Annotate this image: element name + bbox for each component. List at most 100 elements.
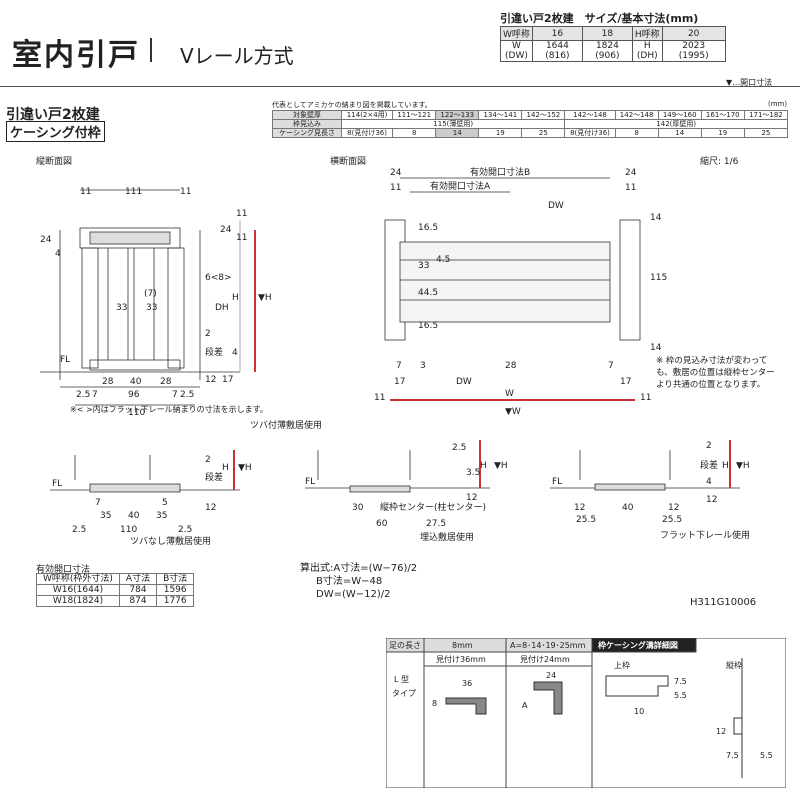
svg-text:4: 4 xyxy=(55,249,61,259)
svg-text:有効開口寸法A: 有効開口寸法A xyxy=(430,180,491,192)
top-frame-groove xyxy=(605,675,669,697)
svg-text:28: 28 xyxy=(102,377,114,387)
svg-text:H: H xyxy=(222,463,229,473)
svg-text:FL: FL xyxy=(552,477,562,487)
svg-text:3.5: 3.5 xyxy=(466,468,480,478)
drawing-code: H311G10006 xyxy=(690,597,757,608)
svg-text:7: 7 xyxy=(92,390,98,400)
sill-b xyxy=(305,440,490,493)
title-divider xyxy=(150,38,152,62)
casing-detail: 足の長さ 8mm A=8･14･19･25mm 枠ケーシング溝詳細図 見付け36… xyxy=(386,638,786,788)
sill-c-caption: フラット下レール使用 xyxy=(660,529,750,541)
svg-text:段差: 段差 xyxy=(205,471,223,483)
svg-text:24: 24 xyxy=(625,168,637,178)
svg-text:40: 40 xyxy=(128,511,140,521)
w-col-18: 18 xyxy=(581,26,633,41)
opening-cell: 784 xyxy=(118,584,158,596)
vertical-section xyxy=(40,189,256,406)
svg-text:25.5: 25.5 xyxy=(576,515,596,525)
section-title: 引違い戸2枚建 xyxy=(6,107,100,123)
svg-text:▼H: ▼H xyxy=(258,293,272,303)
page-subtitle: Vレール方式 xyxy=(180,44,294,68)
svg-text:5.5: 5.5 xyxy=(760,751,773,760)
depth-cell: 8 xyxy=(392,128,437,138)
svg-text:▼H: ▼H xyxy=(238,463,252,473)
svg-text:2.5: 2.5 xyxy=(452,443,466,453)
depth-cell: 8(見付け36) xyxy=(341,128,394,138)
svg-text:2: 2 xyxy=(205,455,211,465)
w-head: W呼称 xyxy=(500,26,533,41)
svg-text:30: 30 xyxy=(352,503,364,513)
svg-text:7.5: 7.5 xyxy=(726,751,739,760)
depth-cell: 142〜152 xyxy=(521,110,566,120)
depth-cell: 25 xyxy=(743,128,789,138)
depth-cell: 114(2×4用) xyxy=(341,110,394,120)
svg-text:24: 24 xyxy=(220,225,232,235)
svg-text:11: 11 xyxy=(236,233,247,243)
h-label: H(DH) xyxy=(631,40,663,62)
svg-text:H: H xyxy=(722,461,729,471)
svg-text:17: 17 xyxy=(394,377,405,387)
depth-cell: 142(厚壁用) xyxy=(564,119,788,129)
h-col-20: 20 xyxy=(661,26,726,41)
opening-cell: W18(1824) xyxy=(36,595,120,607)
svg-text:上枠: 上枠 xyxy=(614,660,630,670)
svg-text:11: 11 xyxy=(640,393,651,403)
w-label: W(DW) xyxy=(500,40,533,62)
horizontal-section-title: 横断面図 xyxy=(330,155,366,167)
svg-text:2: 2 xyxy=(205,329,211,339)
scale-label: 縮尺: 1/6 xyxy=(700,155,739,167)
depth-cell: 111〜121 xyxy=(392,110,437,120)
svg-text:35: 35 xyxy=(156,511,167,521)
svg-text:115: 115 xyxy=(650,273,667,283)
h-head: H呼称 xyxy=(631,26,663,41)
svg-text:▼W: ▼W xyxy=(505,407,521,417)
depth-row-label: ケーシング見長さ xyxy=(271,128,343,138)
svg-text:FL: FL xyxy=(305,477,315,487)
depth-cell: 14 xyxy=(435,128,480,138)
svg-text:40: 40 xyxy=(130,377,142,387)
w-val-16: 1644(816) xyxy=(531,40,583,62)
casing-note-box: ※ 枠の見込み寸法が変わっても、敷居の位置は縦枠センターより共通の位置となります… xyxy=(656,356,775,390)
svg-text:96: 96 xyxy=(128,390,140,400)
formula: 算出式:A寸法=(W−76)/2 B寸法=W−48 DW=(W−12)/2 xyxy=(300,562,417,601)
svg-text:33: 33 xyxy=(116,303,127,313)
svg-text:7.5: 7.5 xyxy=(674,677,687,686)
svg-text:17: 17 xyxy=(620,377,631,387)
svg-text:3: 3 xyxy=(420,361,426,371)
svg-text:DH: DH xyxy=(215,303,229,313)
depth-unit: (mm) xyxy=(768,100,788,108)
svg-text:▼H: ▼H xyxy=(494,461,508,471)
svg-text:7: 7 xyxy=(95,498,101,508)
svg-text:11: 11 xyxy=(180,187,191,197)
depth-note: 代表としてアミカケの納まり図を掲載しています。 xyxy=(272,101,432,109)
formula-b: B寸法=W−48 xyxy=(316,576,383,587)
formula-a: 算出式:A寸法=(W−76)/2 xyxy=(300,563,418,574)
depth-cell: 171〜182 xyxy=(743,110,789,120)
sill-a-caption: ツバなし薄敷居使用 xyxy=(130,535,211,547)
svg-text:DW: DW xyxy=(456,377,472,387)
svg-text:6<8>: 6<8> xyxy=(205,273,232,283)
svg-text:60: 60 xyxy=(376,519,388,529)
svg-text:110: 110 xyxy=(128,408,145,418)
horizontal-section-dims: 有効開口寸法B 有効開口寸法A 24 11 24 11 DW 16.5 33 4… xyxy=(374,166,667,417)
svg-text:25.5: 25.5 xyxy=(662,515,682,525)
svg-text:7: 7 xyxy=(396,361,402,371)
opening-title: 有効開口寸法 xyxy=(36,565,91,575)
svg-text:33: 33 xyxy=(146,303,157,313)
w-val-18: 1824(906) xyxy=(581,40,633,62)
sill-c-dims: FL 2 段差 4 12 12 40 12 25.5 25.5 H ▼H フラッ… xyxy=(552,441,750,541)
w-col-16: 16 xyxy=(531,26,583,41)
depth-cell: 19 xyxy=(700,128,745,138)
svg-text:FL: FL xyxy=(52,479,62,489)
svg-text:2.5: 2.5 xyxy=(72,525,86,535)
casing-l-shape-a xyxy=(533,681,563,715)
svg-text:2.5: 2.5 xyxy=(76,390,90,400)
svg-text:111: 111 xyxy=(125,187,142,197)
svg-text:110: 110 xyxy=(120,525,137,535)
svg-text:DW: DW xyxy=(548,201,564,211)
svg-text:12: 12 xyxy=(466,493,477,503)
svg-text:A: A xyxy=(522,701,528,710)
casing-type-l: L 型 xyxy=(394,675,409,684)
casing-l-shape-8 xyxy=(445,697,487,715)
